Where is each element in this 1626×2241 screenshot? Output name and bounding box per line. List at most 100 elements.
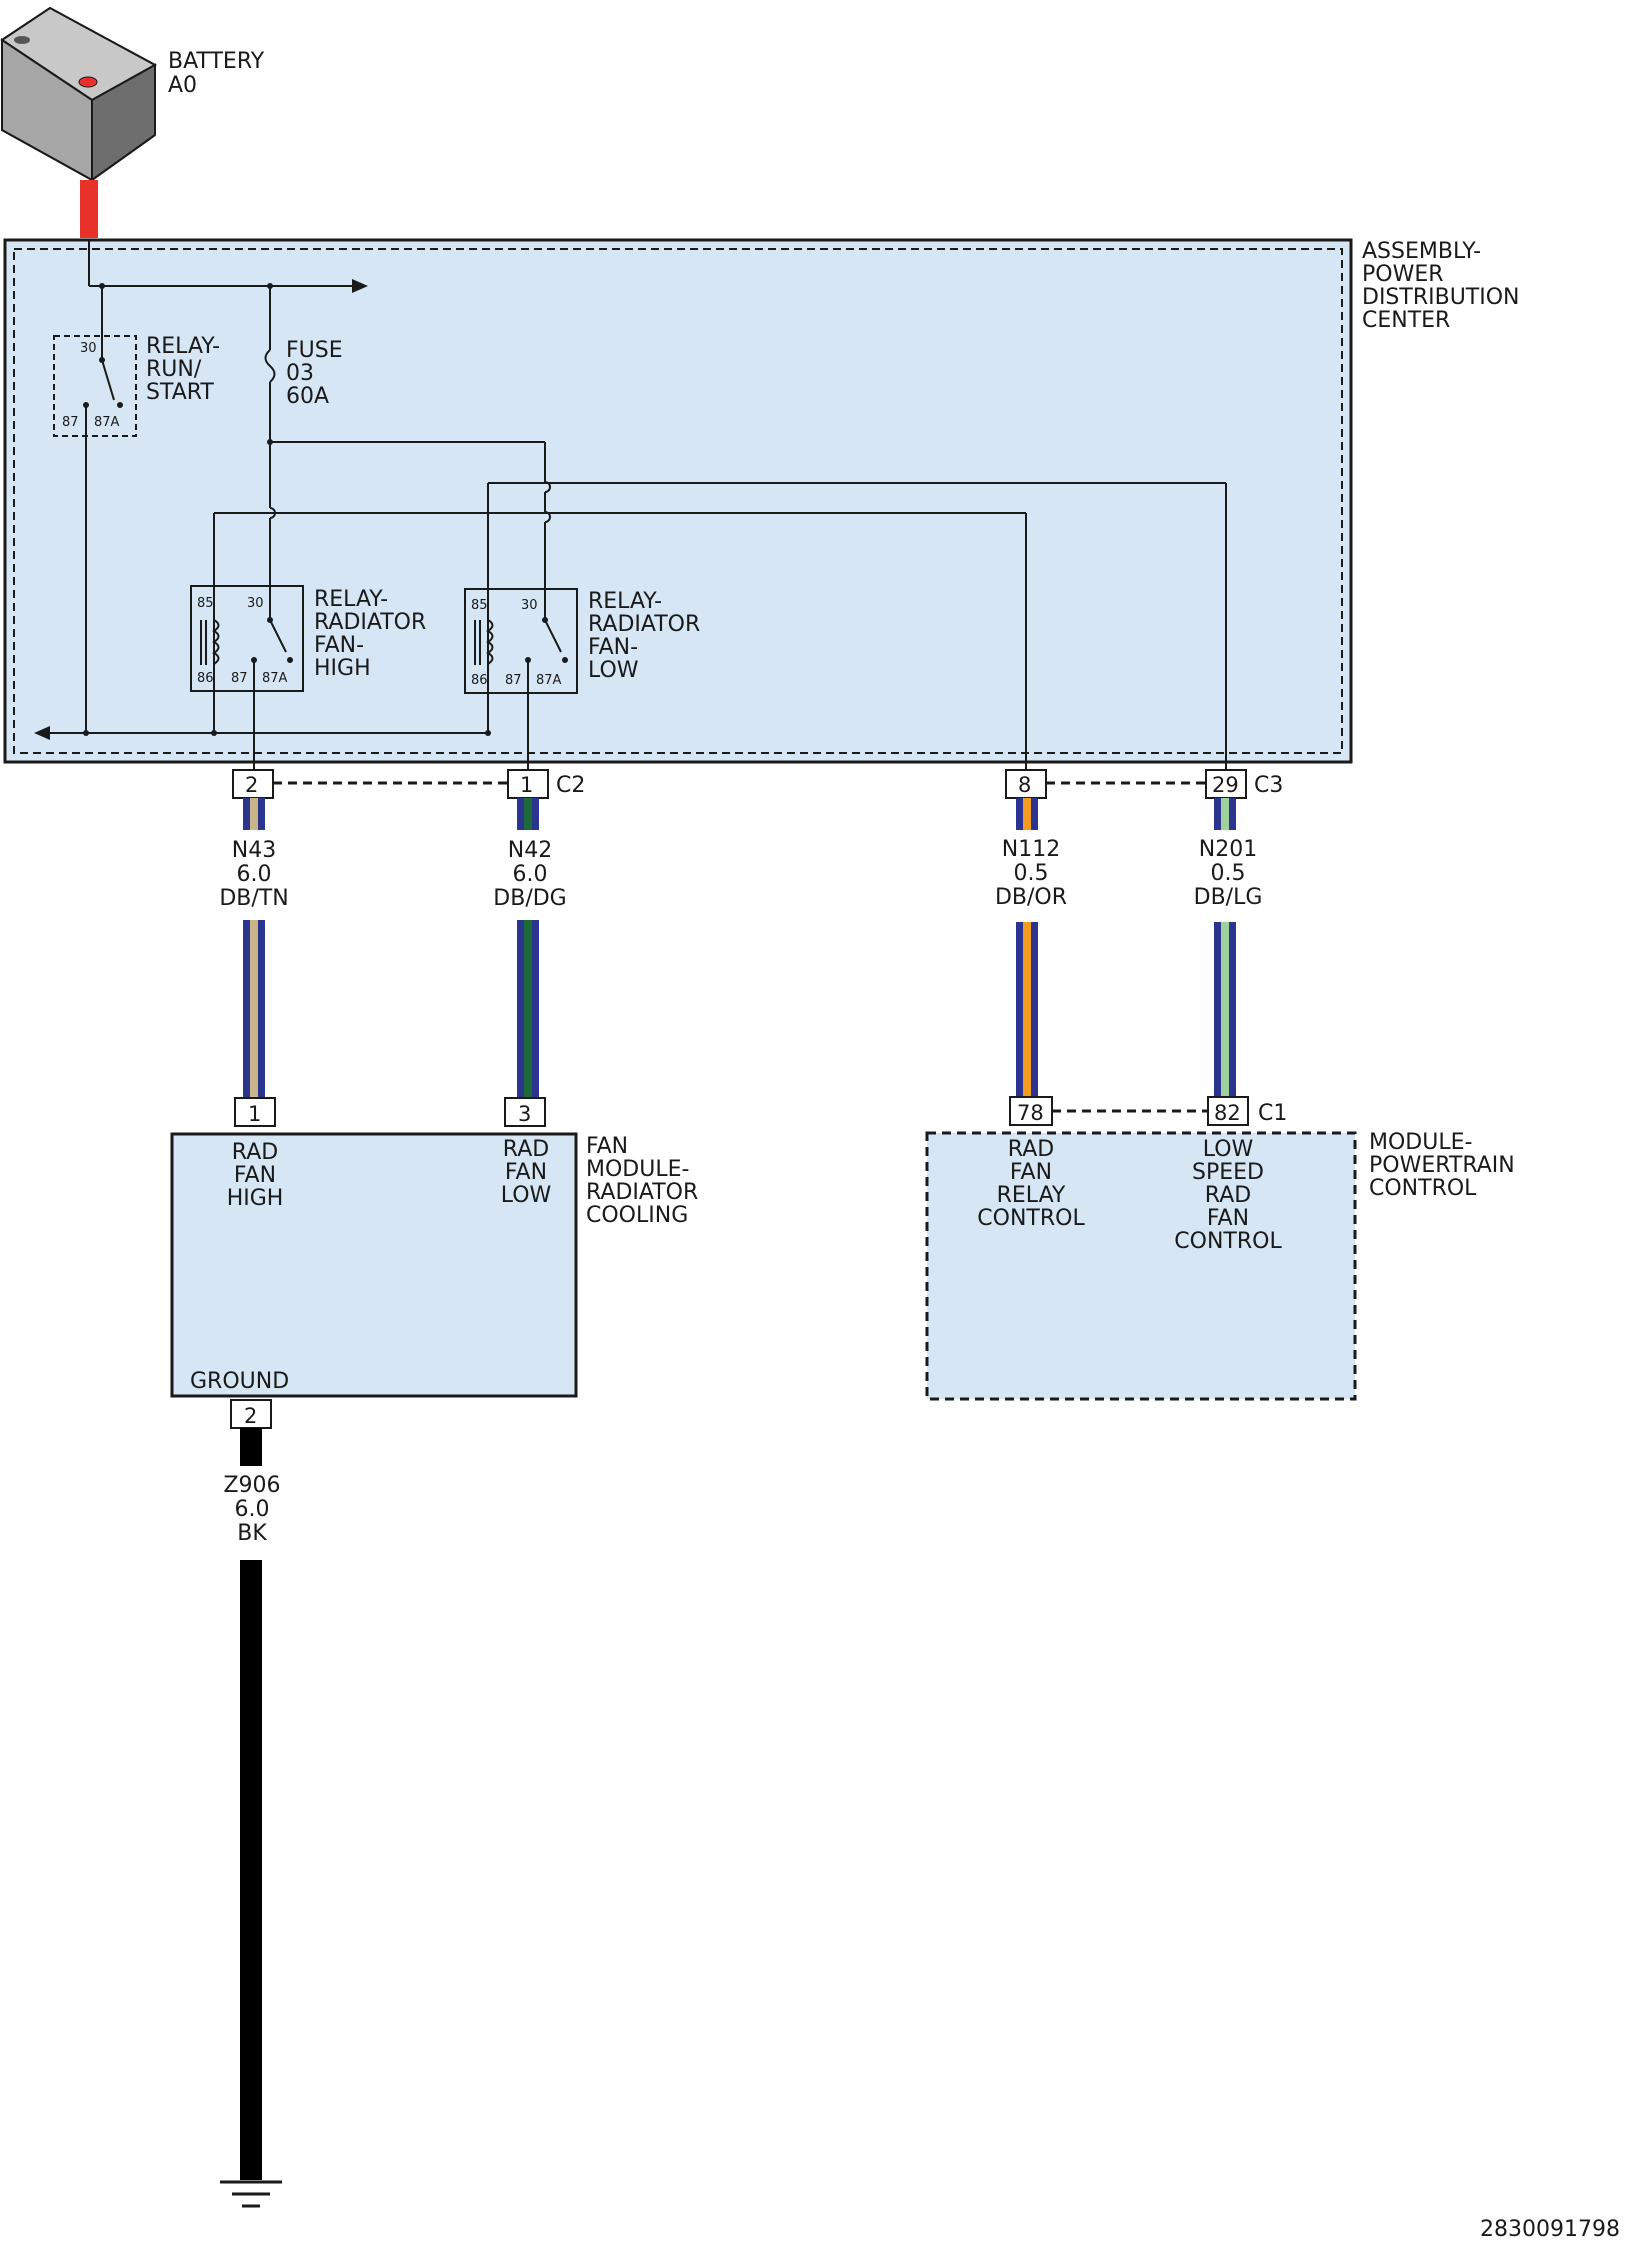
svg-text:29: 29 — [1212, 773, 1239, 797]
svg-text:DB/TN: DB/TN — [219, 886, 288, 911]
fan-module-pin-high-label: RAD FAN HIGH — [227, 1140, 284, 1211]
wire-label-n42: N42 6.0 DB/DG — [493, 838, 566, 911]
svg-text:30: 30 — [521, 598, 538, 613]
svg-text:FAN: FAN — [1207, 1206, 1249, 1231]
svg-text:RADIATOR: RADIATOR — [586, 1180, 698, 1205]
svg-text:87: 87 — [62, 415, 79, 430]
svg-text:RELAY-: RELAY- — [588, 589, 662, 614]
svg-text:FAN: FAN — [586, 1134, 628, 1159]
svg-text:N43: N43 — [232, 838, 276, 863]
relay-run-start: 30 87 87A — [53, 335, 137, 437]
svg-text:8: 8 — [1018, 773, 1031, 797]
svg-text:DB/DG: DB/DG — [493, 886, 566, 911]
relay-radiator-fan-high: 85 30 86 87 87A — [190, 585, 304, 692]
svg-text:60A: 60A — [286, 384, 329, 409]
svg-text:RADIATOR: RADIATOR — [588, 612, 700, 637]
fuse-label: FUSE 03 60A — [286, 338, 343, 409]
wire-n201 — [1214, 798, 1236, 1098]
relay-fan-low-label: RELAY- RADIATOR FAN- LOW — [588, 589, 700, 683]
svg-text:1: 1 — [520, 773, 533, 797]
svg-text:RELAY-: RELAY- — [314, 587, 388, 612]
pdc-inner-border — [13, 248, 1343, 754]
svg-text:87A: 87A — [536, 673, 562, 688]
svg-text:87A: 87A — [262, 671, 288, 686]
svg-text:FAN: FAN — [505, 1160, 547, 1185]
svg-text:LOW: LOW — [588, 658, 639, 683]
wire-n43 — [243, 798, 265, 1098]
svg-text:HIGH: HIGH — [227, 1186, 284, 1211]
svg-text:6.0: 6.0 — [235, 1497, 270, 1522]
svg-text:RUN/: RUN/ — [146, 357, 202, 382]
svg-text:C2: C2 — [556, 773, 585, 798]
ground-symbol-icon — [220, 2180, 282, 2208]
svg-text:0.5: 0.5 — [1211, 861, 1246, 886]
svg-text:3: 3 — [518, 1102, 531, 1126]
wire-n42 — [517, 798, 539, 1098]
svg-text:RAD: RAD — [1205, 1183, 1251, 1208]
svg-text:86: 86 — [471, 673, 488, 688]
svg-text:CONTROL: CONTROL — [977, 1206, 1085, 1231]
svg-text:DB/LG: DB/LG — [1194, 885, 1263, 910]
svg-text:POWERTRAIN: POWERTRAIN — [1369, 1153, 1515, 1178]
svg-text:RELAY-: RELAY- — [146, 334, 220, 359]
svg-text:ASSEMBLY-: ASSEMBLY- — [1362, 239, 1481, 264]
svg-text:BK: BK — [237, 1521, 267, 1546]
fan-module-ground-label: GROUND — [190, 1369, 289, 1394]
svg-text:FAN: FAN — [234, 1163, 276, 1188]
wire-label-n43: N43 6.0 DB/TN — [219, 838, 288, 911]
svg-text:85: 85 — [197, 596, 214, 611]
pcm-relay-control-label: RAD FAN RELAY CONTROL — [977, 1137, 1085, 1231]
svg-text:86: 86 — [197, 671, 214, 686]
pcm-low-speed-label: LOW SPEED RAD FAN CONTROL — [1174, 1137, 1282, 1254]
svg-text:30: 30 — [80, 341, 97, 356]
svg-text:LOW: LOW — [501, 1183, 552, 1208]
svg-text:6.0: 6.0 — [513, 862, 548, 887]
module-powertrain-control — [925, 1131, 1357, 1401]
battery-icon — [0, 6, 158, 182]
svg-text:FUSE: FUSE — [286, 338, 343, 363]
svg-text:87: 87 — [505, 673, 522, 688]
svg-text:CENTER: CENTER — [1362, 308, 1450, 333]
svg-text:0.5: 0.5 — [1014, 861, 1049, 886]
wire-label-n112: N112 0.5 DB/OR — [995, 837, 1067, 910]
svg-text:2: 2 — [245, 773, 258, 797]
svg-text:MODULE-: MODULE- — [586, 1157, 689, 1182]
svg-text:N42: N42 — [508, 838, 552, 863]
diagram-id: 2830091798 — [1480, 2217, 1620, 2241]
wire-label-n201: N201 0.5 DB/LG — [1194, 837, 1263, 910]
svg-text:CONTROL: CONTROL — [1174, 1229, 1282, 1254]
battery-id: A0 — [168, 73, 197, 98]
svg-text:RAD: RAD — [232, 1140, 278, 1165]
power-distribution-center — [3, 238, 1353, 764]
svg-text:85: 85 — [471, 598, 488, 613]
fan-module-pin-low-label: RAD FAN LOW — [501, 1137, 552, 1208]
svg-text:RAD: RAD — [503, 1137, 549, 1162]
relay-run-start-label: RELAY- RUN/ START — [146, 334, 220, 405]
pdc-label: ASSEMBLY- POWER DISTRIBUTION CENTER — [1362, 239, 1520, 333]
svg-text:RAD: RAD — [1008, 1137, 1054, 1162]
svg-text:DB/OR: DB/OR — [995, 885, 1067, 910]
svg-text:C3: C3 — [1254, 773, 1283, 798]
svg-text:LOW: LOW — [1203, 1137, 1254, 1162]
svg-text:RELAY: RELAY — [997, 1183, 1066, 1208]
svg-text:87: 87 — [231, 671, 248, 686]
pcm-label: MODULE- POWERTRAIN CONTROL — [1369, 1130, 1515, 1201]
svg-text:C1: C1 — [1258, 1101, 1287, 1126]
svg-text:N112: N112 — [1002, 837, 1060, 862]
svg-text:FAN-: FAN- — [314, 633, 364, 658]
svg-text:87A: 87A — [94, 415, 120, 430]
svg-text:DISTRIBUTION: DISTRIBUTION — [1362, 285, 1520, 310]
svg-text:SPEED: SPEED — [1192, 1160, 1264, 1185]
svg-text:78: 78 — [1017, 1101, 1044, 1125]
wire-label-z906: Z906 6.0 BK — [223, 1473, 280, 1546]
connector-pcm-c1: 78 82 C1 — [1009, 1096, 1287, 1126]
svg-text:2: 2 — [244, 1404, 257, 1428]
connector-c3: 8 29 C3 — [1005, 769, 1283, 799]
svg-text:CONTROL: CONTROL — [1369, 1176, 1477, 1201]
connector-c2: 2 1 C2 — [232, 769, 585, 799]
wire-n112 — [1016, 798, 1038, 1098]
svg-text:MODULE-: MODULE- — [1369, 1130, 1472, 1155]
svg-text:START: START — [146, 380, 214, 405]
svg-text:30: 30 — [247, 596, 264, 611]
